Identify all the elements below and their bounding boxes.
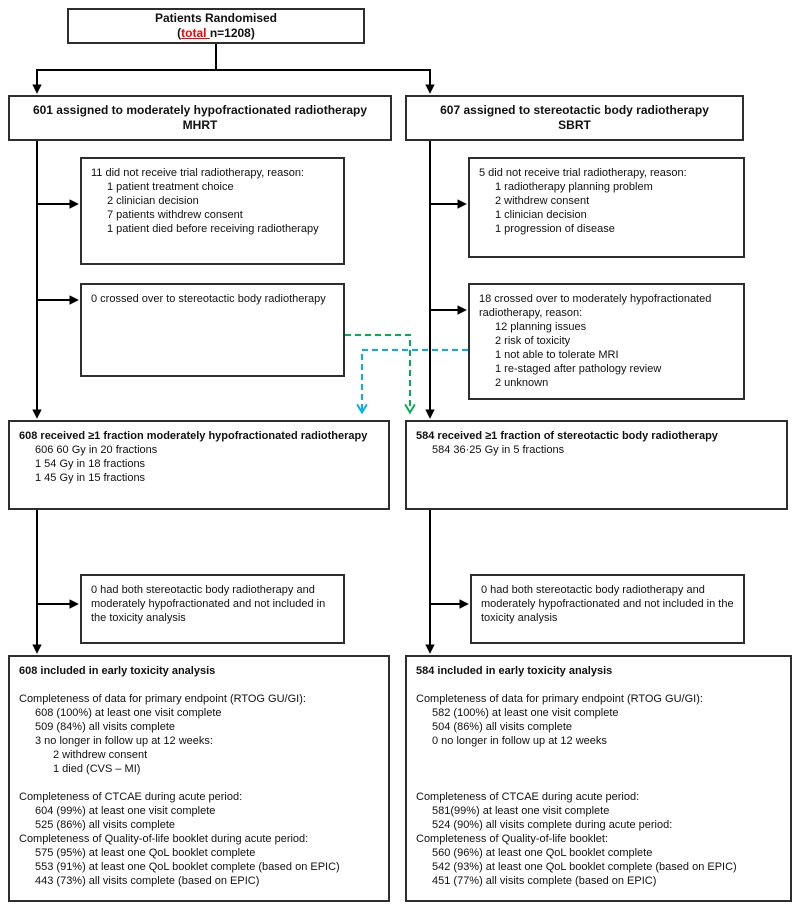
text-line: 11 did not receive trial radiotherapy, r… xyxy=(91,167,304,179)
text-line xyxy=(19,678,379,692)
sbrt-assigned-box: 607 assigned to stereotactic body radiot… xyxy=(405,95,744,141)
text-line: 509 (84%) all visits complete xyxy=(35,721,176,733)
mhrt-toxicity-analysis-box: 608 included in early toxicity analysis … xyxy=(8,655,390,902)
text-line: 3 no longer in follow up at 12 weeks: xyxy=(35,735,213,747)
mhrt-had-both-box: 0 had both stereotactic body radiotherap… xyxy=(80,574,345,644)
text-line: 560 (96%) at least one QoL booklet compl… xyxy=(432,847,653,859)
text-line: 1 patient treatment choice xyxy=(107,181,234,193)
text-line: 1 45 Gy in 15 fractions xyxy=(35,472,146,484)
mhrt-received-box: 608 received ≥1 fraction moderately hypo… xyxy=(8,420,390,510)
crossover-dashed-arrow-to-sbrt-received xyxy=(345,334,416,415)
text-line: 584 received ≥1 fraction of stereotactic… xyxy=(416,430,718,442)
text-line: 1 patient died before receiving radiothe… xyxy=(107,223,319,235)
text-line xyxy=(19,776,379,790)
patients-randomised-box: Patients Randomised (total n=1208) xyxy=(67,8,365,44)
text-line: 604 (99%) at least one visit complete xyxy=(35,805,216,817)
text-line: 582 (100%) at least one visit complete xyxy=(432,707,619,719)
text-line: 0 crossed over to stereotactic body radi… xyxy=(91,293,326,305)
text-line: 524 (90%) all visits complete during acu… xyxy=(432,819,673,831)
sbrt-assigned-line2: SBRT xyxy=(558,118,591,132)
solid-connectors xyxy=(32,44,469,654)
crossover-dashed-arrow-to-mhrt-received xyxy=(356,349,468,415)
sbrt-received-box: 584 received ≥1 fraction of stereotactic… xyxy=(405,420,788,510)
total-suffix: n=1208) xyxy=(209,26,255,40)
total-prefix: ( xyxy=(177,26,182,40)
text-line: 7 patients withdrew consent xyxy=(107,209,243,221)
text-line: 451 (77%) all visits complete (based on … xyxy=(432,875,657,887)
sbrt-toxicity-analysis-box: 584 included in early toxicity analysis … xyxy=(405,655,792,902)
text-line: 608 included in early toxicity analysis xyxy=(19,665,216,677)
text-line: 0 had both stereotactic body radiotherap… xyxy=(91,584,326,624)
text-line xyxy=(416,762,781,776)
text-line: 0 had both stereotactic body radiotherap… xyxy=(481,584,734,624)
text-line: 2 withdrew consent xyxy=(53,749,148,761)
text-line: 525 (86%) all visits complete xyxy=(35,819,176,831)
text-line: 542 (93%) at least one QoL booklet compl… xyxy=(432,861,737,873)
text-line: Completeness of data for primary endpoin… xyxy=(19,693,306,705)
randomised-title: Patients Randomised xyxy=(154,11,278,25)
text-line xyxy=(416,748,781,762)
text-line: 12 planning issues xyxy=(495,321,587,333)
text-line: 581(99%) at least one visit complete xyxy=(432,805,610,817)
randomised-total-line: (total n=1208) xyxy=(71,26,361,41)
text-line: 1 clinician decision xyxy=(495,209,587,221)
sbrt-crossover-box: 18 crossed over to moderately hypofracti… xyxy=(468,283,745,400)
text-line: 504 (86%) all visits complete xyxy=(432,721,573,733)
mhrt-assigned-box: 601 assigned to moderately hypofractiona… xyxy=(8,95,392,141)
mhrt-assigned-line1: 601 assigned to moderately hypofractiona… xyxy=(32,103,368,117)
sbrt-had-both-box: 0 had both stereotactic body radiotherap… xyxy=(470,574,745,644)
text-line: 0 no longer in follow up at 12 weeks xyxy=(432,735,607,747)
text-line: 443 (73%) all visits complete (based on … xyxy=(35,875,260,887)
total-highlight: total xyxy=(181,26,210,40)
text-line: 553 (91%) at least one QoL booklet compl… xyxy=(35,861,340,873)
text-line: 5 did not receive trial radiotherapy, re… xyxy=(479,167,687,179)
text-line: Completeness of CTCAE during acute perio… xyxy=(416,791,640,803)
mhrt-crossover-box: 0 crossed over to stereotactic body radi… xyxy=(80,283,345,377)
text-line xyxy=(416,776,781,790)
sbrt-assigned-line1: 607 assigned to stereotactic body radiot… xyxy=(440,103,709,117)
text-line: 1 re-staged after pathology review xyxy=(495,363,662,375)
mhrt-assigned-line2: MHRT xyxy=(182,118,218,132)
text-line: Completeness of Quality-of-life booklet … xyxy=(19,833,309,845)
text-line: Completeness of CTCAE during acute perio… xyxy=(19,791,243,803)
sbrt-not-received-box: 5 did not receive trial radiotherapy, re… xyxy=(468,157,745,258)
mhrt-not-received-box: 11 did not receive trial radiotherapy, r… xyxy=(80,157,345,265)
text-line: 2 clinician decision xyxy=(107,195,199,207)
text-line: 1 radiotherapy planning problem xyxy=(495,181,653,193)
text-line: 2 unknown xyxy=(495,377,549,389)
text-line: 606 60 Gy in 20 fractions xyxy=(35,444,158,456)
text-line: 2 withdrew consent xyxy=(495,195,590,207)
text-line xyxy=(416,678,781,692)
text-line: 608 received ≥1 fraction moderately hypo… xyxy=(19,430,368,442)
text-line: Completeness of Quality-of-life booklet: xyxy=(416,833,608,845)
text-line: 1 progression of disease xyxy=(495,223,615,235)
text-line: 608 (100%) at least one visit complete xyxy=(35,707,222,719)
text-line: 575 (95%) at least one QoL booklet compl… xyxy=(35,847,256,859)
text-line: 584 included in early toxicity analysis xyxy=(416,665,613,677)
text-line: 584 36·25 Gy in 5 fractions xyxy=(432,444,565,456)
text-line: 1 died (CVS – MI) xyxy=(53,763,141,775)
text-line: 1 54 Gy in 18 fractions xyxy=(35,458,146,470)
text-line: 2 risk of toxicity xyxy=(495,335,571,347)
text-line: Completeness of data for primary endpoin… xyxy=(416,693,703,705)
text-line: 1 not able to tolerate MRI xyxy=(495,349,619,361)
text-line: 18 crossed over to moderately hypofracti… xyxy=(479,293,712,319)
